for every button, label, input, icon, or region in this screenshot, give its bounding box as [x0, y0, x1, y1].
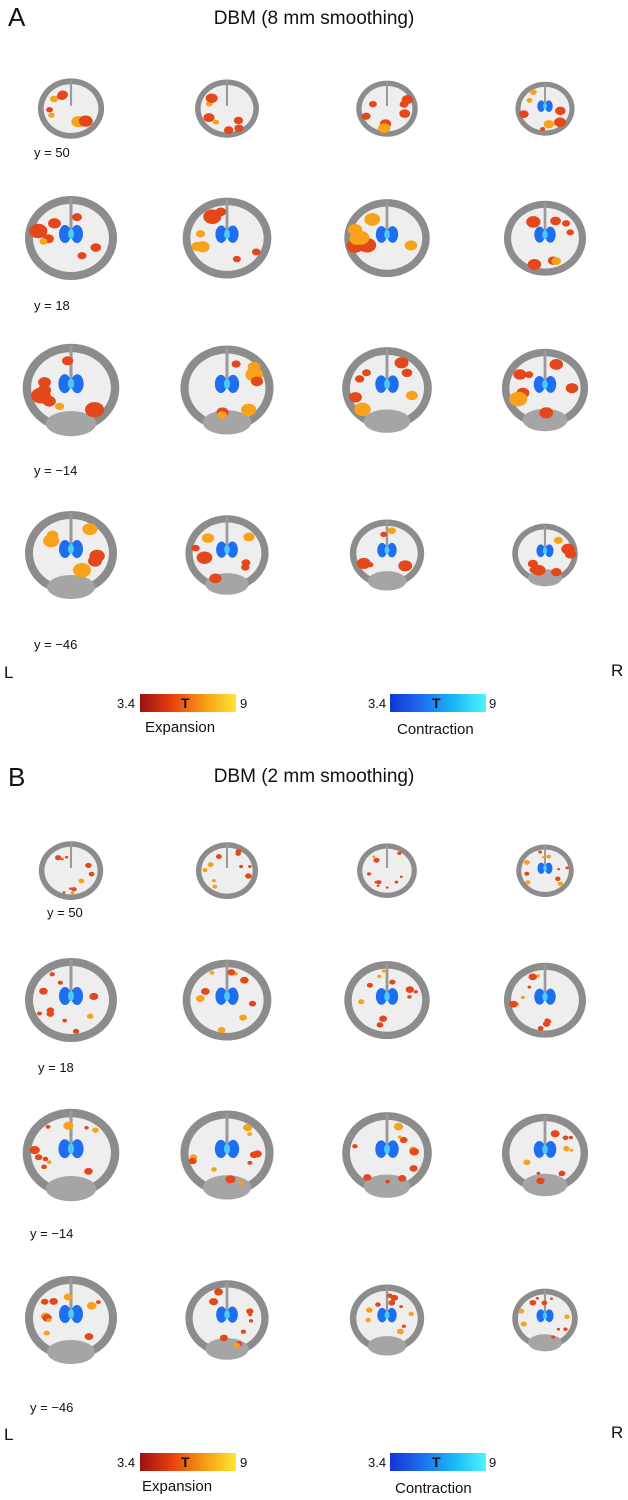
right-hemisphere-label: R [611, 661, 624, 680]
colorbar-min: 3.4 [117, 1455, 136, 1470]
brain-slice-image [501, 1113, 589, 1197]
contraction-label: Contraction [395, 1480, 472, 1497]
contraction-gradient [390, 1453, 486, 1471]
brain-slice-image [349, 1284, 425, 1356]
brain-slice-image [25, 511, 117, 599]
panel-letter: A [8, 2, 26, 32]
brain-slice-image [357, 843, 417, 898]
colorbar-min: 3.4 [368, 696, 387, 711]
brain-slice-image [349, 519, 425, 591]
right-hemisphere-label: R [611, 1423, 624, 1442]
brain-slice-image [22, 1108, 120, 1202]
expansion-label: Expansion [142, 1478, 213, 1495]
panel-title: DBM (2 mm smoothing) [213, 766, 415, 787]
brain-slice-image [182, 197, 272, 279]
slice-label: y = −14 [34, 463, 78, 478]
expansion-gradient [140, 694, 236, 712]
brain-slice-image [25, 1276, 117, 1364]
brain-slice-image [344, 199, 430, 278]
brain-slice-image [356, 80, 418, 137]
colorbar-max: 9 [240, 1455, 248, 1470]
brain-slice-image [180, 345, 274, 435]
brain-slice-image [25, 958, 117, 1042]
brain-slice-image [195, 79, 259, 138]
colorbar-t-label: T [432, 695, 441, 711]
brain-slice-image [38, 841, 104, 900]
brain-slice-image [185, 515, 269, 595]
brain-slice-image [342, 347, 432, 433]
brain-slice-image [503, 962, 587, 1038]
left-hemisphere-label: L [4, 663, 14, 682]
expansion-label: Expansion [145, 719, 216, 736]
brain-slice-image [503, 200, 587, 276]
brain-slice-image [25, 196, 117, 280]
colorbar-max: 9 [489, 696, 497, 711]
colorbar-max: 9 [489, 1455, 497, 1470]
brain-slice-image [516, 844, 574, 897]
colorbar-max: 9 [240, 696, 248, 711]
expansion-gradient [140, 1453, 236, 1471]
brain-slice-image [195, 842, 259, 899]
slice-label: y = 18 [38, 1060, 74, 1075]
brain-slice-image [342, 1112, 432, 1198]
slice-label: y = −46 [30, 1400, 74, 1415]
slice-label: y = 50 [34, 145, 70, 160]
brain-slice-image [22, 343, 120, 437]
brain-slice-image [185, 1280, 269, 1360]
colorbar-min: 3.4 [117, 696, 136, 711]
brain-slice-image [37, 78, 105, 139]
brain-slice-image [182, 959, 272, 1041]
left-hemisphere-label: L [4, 1425, 14, 1444]
contraction-gradient [390, 694, 486, 712]
slice-label: y = −46 [34, 637, 78, 652]
slice-label: y = 50 [47, 905, 83, 920]
brain-slice-image [515, 81, 575, 136]
panel-title: DBM (8 mm smoothing) [213, 8, 415, 29]
colorbar-t-label: T [432, 1454, 441, 1470]
colorbar-min: 3.4 [368, 1455, 387, 1470]
colorbar-t-label: T [181, 695, 190, 711]
brain-slice-image [501, 348, 589, 432]
brain-slice-image [344, 961, 430, 1040]
slice-label: y = −14 [30, 1226, 74, 1241]
colorbar-t-label: T [181, 1454, 190, 1470]
panel-letter: B [8, 762, 26, 792]
brain-slice-image [180, 1110, 274, 1200]
contraction-label: Contraction [397, 721, 474, 738]
brain-slice-image [512, 523, 578, 587]
brain-slice-image [512, 1288, 578, 1352]
slice-label: y = 18 [34, 298, 70, 313]
